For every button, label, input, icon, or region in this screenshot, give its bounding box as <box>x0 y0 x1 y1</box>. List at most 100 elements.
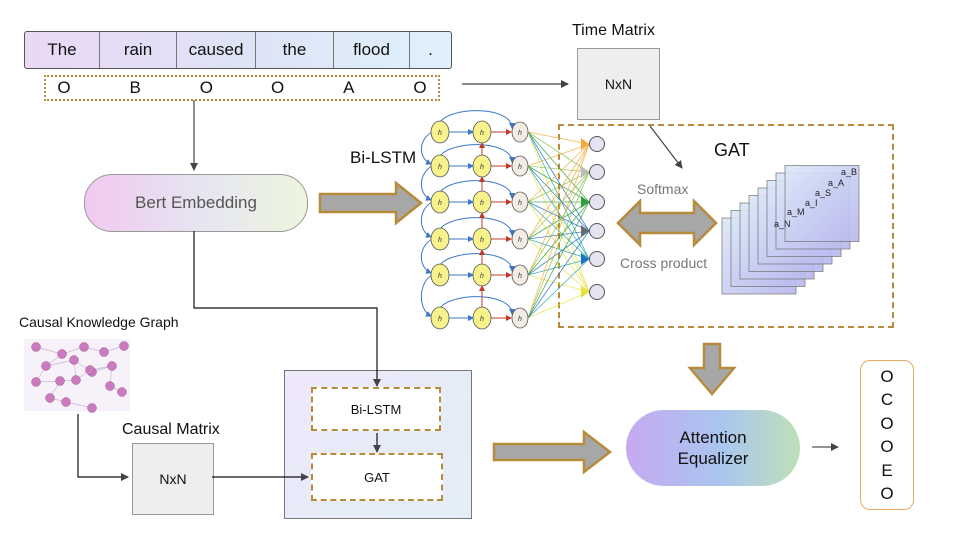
lstm-output-connection <box>527 143 590 167</box>
attention-layer <box>784 165 860 242</box>
input-tag: A <box>343 78 355 97</box>
gat-node-arrowhead <box>581 286 589 298</box>
attention-layer-label: a_S <box>815 188 831 198</box>
lstm-output-connection <box>527 171 590 240</box>
cross-product-label: Cross product <box>620 255 708 271</box>
lstm-output-connection <box>527 201 590 293</box>
gat-input-node <box>589 284 605 300</box>
graph-node <box>69 355 79 365</box>
graph-node <box>61 397 71 407</box>
lstm-node-symbol: h <box>438 316 442 323</box>
input-tag: O <box>57 78 71 97</box>
graph-node <box>99 347 109 357</box>
lstm-forward-link <box>420 238 433 274</box>
lstm-output-connection <box>527 258 590 319</box>
sentence-word: caused <box>177 32 256 68</box>
graph-node <box>117 387 127 397</box>
lstm-hidden-node <box>511 121 529 143</box>
graph-node <box>119 341 129 351</box>
sentence-word: rain <box>100 32 177 68</box>
lstm-output-connection <box>527 131 590 203</box>
graph-node <box>85 365 95 375</box>
panel-gat-label: GAT <box>364 469 390 485</box>
attention-layer-label: a_I <box>805 198 818 208</box>
attention-equalizer: Attention Equalizer <box>626 410 800 486</box>
gat-to-attention-block-arrow <box>687 342 737 396</box>
graph-node <box>87 403 97 413</box>
gat-input-node <box>589 194 605 210</box>
output-tag: O <box>880 437 894 457</box>
lstm-output-connection <box>527 171 590 276</box>
gat-input-node <box>589 164 605 180</box>
bilstm-label: Bi-LSTM <box>350 148 417 167</box>
lstm-forward-node <box>430 190 450 214</box>
lstm-output-connection <box>527 201 590 276</box>
lstm-forward-arc <box>439 296 515 315</box>
output-tag: C <box>880 390 894 410</box>
graph-node <box>79 342 89 352</box>
lstm-output-connection <box>527 143 590 203</box>
lstm-forward-node <box>430 263 450 287</box>
attention-layer-label: a_B <box>841 167 857 177</box>
causal-matrix-title: Causal Matrix <box>122 421 220 438</box>
panel-bilstm-label: Bi-LSTM <box>350 401 402 417</box>
input-tag: O <box>199 78 213 97</box>
lstm-hidden-node <box>511 307 529 329</box>
output-tag: E <box>881 460 893 480</box>
lstm-forward-arc <box>439 110 515 129</box>
lstm-output-connection <box>527 238 590 293</box>
gat-node-arrowhead <box>581 253 589 265</box>
lstm-node-symbol: h <box>438 237 442 244</box>
gat-frame <box>558 124 894 328</box>
input-tag: B <box>129 78 141 97</box>
input-tag: O <box>270 78 285 97</box>
bert-to-panel-bilstm-arrow <box>193 231 381 387</box>
sentence-word: the <box>256 32 334 68</box>
gat-label: GAT <box>714 140 750 160</box>
lstm-forward-node <box>430 227 450 251</box>
lstm-output-connection <box>527 230 590 240</box>
lstm-forward-link <box>420 131 433 165</box>
output-tag-column: O C O O E O <box>860 360 914 510</box>
lstm-backward-node <box>472 263 492 287</box>
gat-node-arrowhead <box>581 196 589 208</box>
lstm-backward-node <box>472 227 492 251</box>
lstm-node-symbol: h <box>518 316 522 323</box>
lstm-node-symbol: h <box>518 164 522 171</box>
lstm-output-connection <box>527 291 590 319</box>
lstm-node-symbol: h <box>518 130 522 137</box>
lstm-output-connection <box>527 143 590 319</box>
lstm-output-connection <box>527 165 590 232</box>
time-matrix-box: NxN <box>577 48 660 120</box>
lstm-output-connection <box>527 171 590 203</box>
graph-node <box>41 361 51 371</box>
lstm-hidden-node <box>511 228 529 250</box>
lstm-node-symbol: h <box>518 273 522 280</box>
lstm-output-connection <box>527 165 590 260</box>
lstm-output-connection <box>527 131 590 145</box>
softmax-cross-double-arrow <box>616 197 718 249</box>
input-tag: O <box>413 78 427 97</box>
gat-input-node <box>589 251 605 267</box>
lstm-output-connection <box>527 238 590 260</box>
causal-matrix-size: NxN <box>159 471 187 487</box>
attention-layer-label: a_A <box>828 178 844 188</box>
graph-node <box>55 376 65 386</box>
graph-edge <box>45 359 75 367</box>
sentence-word: . <box>428 40 433 59</box>
lstm-hidden-node <box>511 264 529 286</box>
attention-layer-label: a_M <box>787 207 805 217</box>
gat-input-node <box>589 223 605 239</box>
gat-input-node <box>589 136 605 152</box>
graph-background <box>24 339 130 411</box>
output-tag: O <box>880 413 894 433</box>
lstm-output-connection <box>527 143 590 240</box>
lstm-output-connection <box>527 171 590 319</box>
time-matrix-title: Time Matrix <box>572 22 655 39</box>
lstm-node-symbol: h <box>438 130 442 137</box>
lstm-node-symbol: h <box>438 200 442 207</box>
lstm-output-connection <box>527 143 590 276</box>
softmax-label: Softmax <box>637 181 689 197</box>
lstm-forward-link <box>420 201 433 238</box>
